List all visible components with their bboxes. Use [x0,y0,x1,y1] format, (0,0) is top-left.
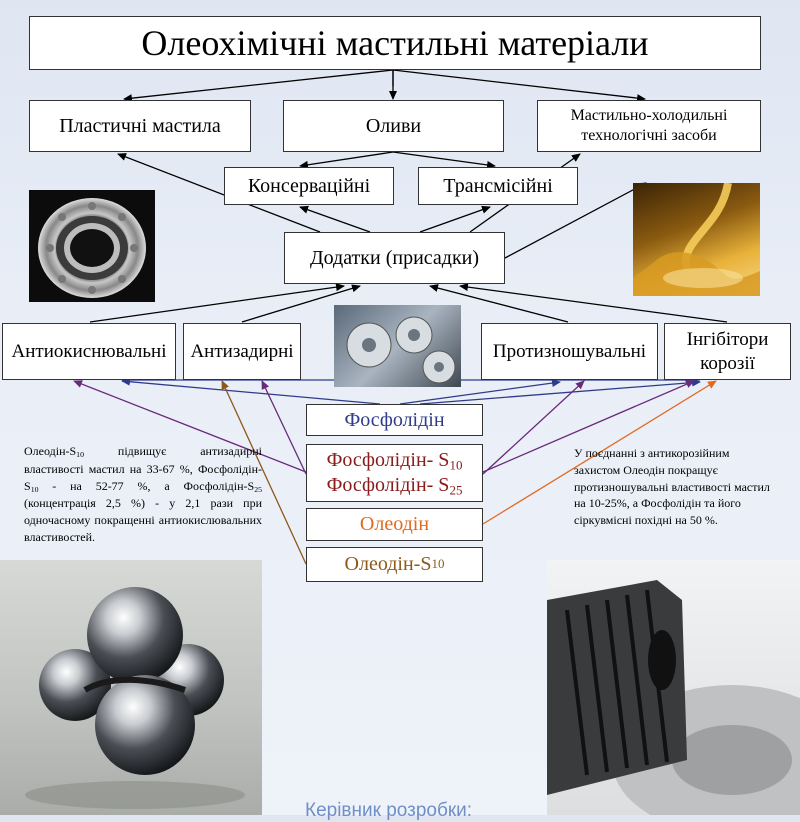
product-phospholidin-s: Фосфолідін- S10 Фосфолідін- S25 [306,444,483,502]
diagram-title: Олеохімічні мастильні матеріали [29,16,761,70]
property-antiwear: Протизношувальні [481,323,658,380]
property-antiseize: Антизадирні [183,323,301,380]
oil-pour-photo [633,183,760,296]
additives-box: Додатки (присадки) [284,232,505,284]
product-oleodin: Олеодін [306,508,483,541]
note-antiseize-effect: Олеодін-S10 підвищує антизадирні властив… [24,444,262,545]
property-antioxidant: Антиокиснювальні [2,323,176,380]
oil-type-transmission: Трансмісійні [418,167,578,205]
note-antiwear-effect: У поєднанні з антикорозійним захистом Ол… [574,446,770,528]
helical-gear-photo [547,560,800,815]
product-phospholidin: Фосфолідін [306,404,483,436]
product-phospholidin-s10: Фосфолідін- S10 [326,448,463,472]
property-corrosion-inhibitors: Інгібітори корозії [664,323,791,380]
bearing-photo [29,190,155,302]
category-plastic-greases: Пластичні мастила [29,100,251,152]
gears-photo [334,305,461,387]
steel-balls-photo [0,560,262,815]
oil-type-conservation: Консерваційні [224,167,394,205]
category-oils: Оливи [283,100,504,152]
footer-supervisor-label: Керівник розробки: [305,800,473,821]
product-phospholidin-s25: Фосфолідін- S25 [326,474,463,498]
category-coolants: Мастильно-холодильні технологічні засоби [537,100,761,152]
